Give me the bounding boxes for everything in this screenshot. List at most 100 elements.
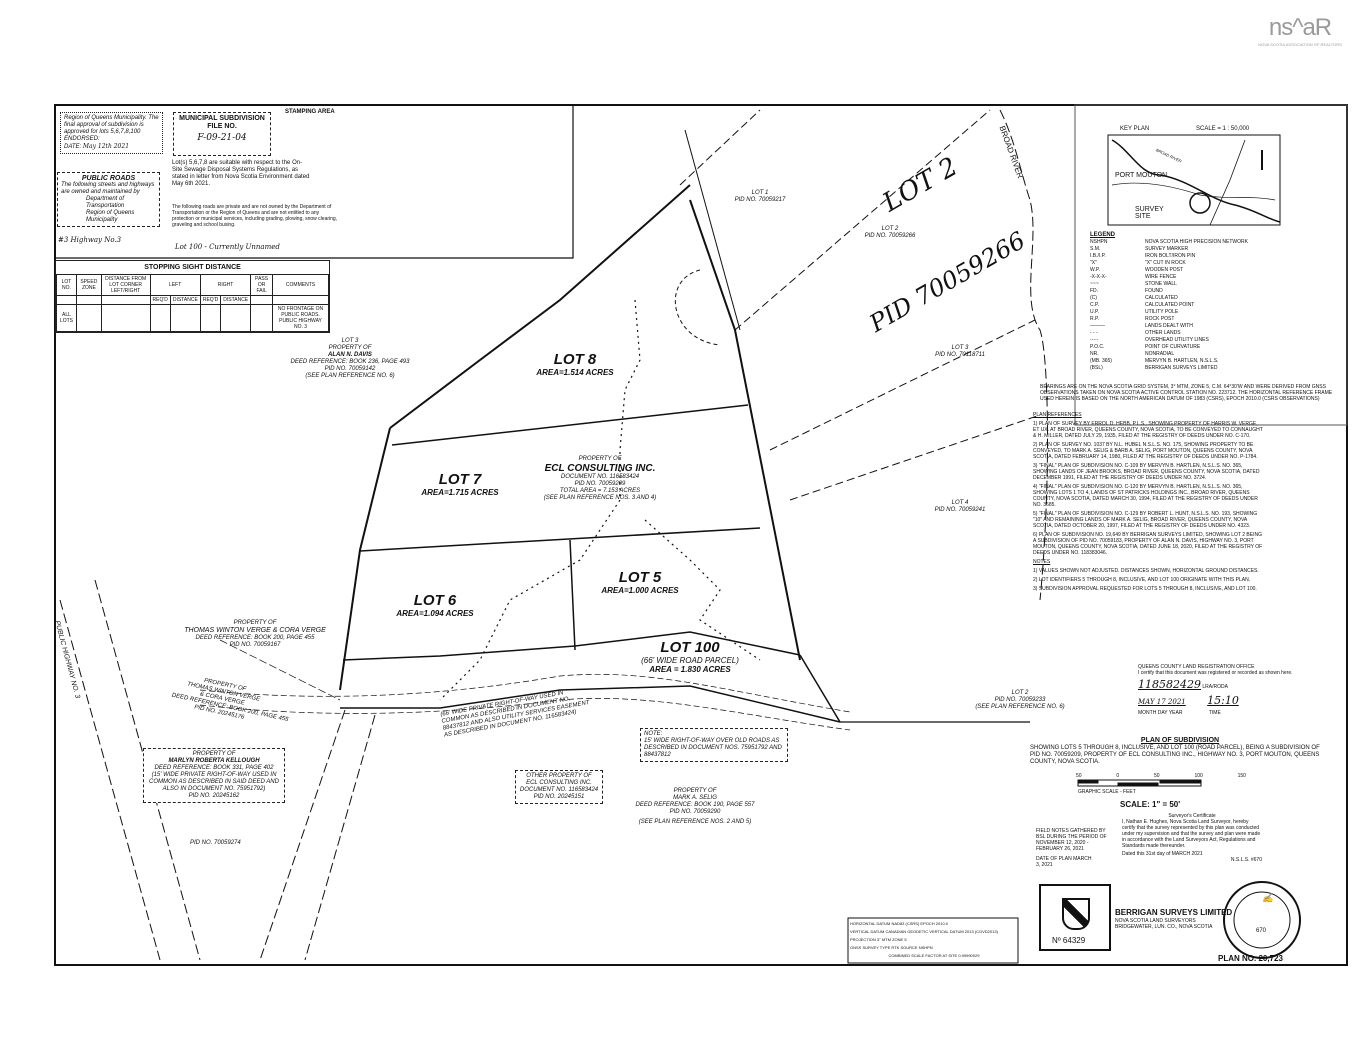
municipal-subdivision-title: MUNICIPAL SUBDIVISION FILE NO.: [179, 115, 265, 130]
highway-3-west-edge: [59, 599, 161, 961]
legend-description: OTHER LANDS: [1145, 330, 1181, 336]
stamping-area-border: [55, 105, 574, 259]
legend-symbol: (BSL): [1090, 365, 1103, 371]
road-edge-1: [199, 674, 851, 713]
label-line: PID NO. 70059241: [934, 507, 986, 513]
surveyor-seal: [1223, 881, 1301, 959]
lot-4-label: LOT 4 PID NO. 70059241: [920, 500, 1000, 514]
lot-100-label: LOT 100 (66' WIDE ROAD PARCEL) AREA = 1.…: [635, 639, 745, 675]
sight-header: DISTANCE FROM LOT CORNER LEFT/RIGHT: [100, 274, 151, 296]
label-line: DEED REFERENCE: BOOK 236, PAGE 493: [290, 359, 410, 365]
legend-description: ROCK POST: [1145, 316, 1175, 322]
lot-2-south-boundary: [769, 319, 1036, 451]
legend-description: WIRE FENCE: [1145, 274, 1177, 280]
legend-description: UTILITY POLE: [1145, 309, 1179, 315]
lot-3-4-boundary: [789, 414, 1041, 501]
sight-subheader: DISTANCE: [220, 295, 252, 305]
key-plan-site-circle: [1189, 192, 1211, 214]
legend-description: STONE WALL: [1145, 281, 1177, 287]
label-line: PID NO. 70059142: [324, 366, 376, 372]
label-line: DEED REFERENCE: BOOK 190, PAGE 557: [635, 802, 755, 808]
nsar-logo: ns^aR NOVA SCOTIA ASSOCIATION OF REALTOR…: [1250, 14, 1350, 47]
seal-signature: ✍: [1262, 894, 1274, 904]
sight-subheader: DISTANCE: [169, 295, 201, 305]
sight-header: LOT NO.: [56, 274, 77, 296]
legend-item: FD.FOUND: [1090, 288, 1340, 295]
firm-line3: BRIDGEWATER, LUN. CO., NOVA SCOTIA: [1115, 924, 1213, 930]
label-line: DEED REFERENCE: BOOK 331, PAGE 402: [154, 765, 274, 771]
legend-item: (MB. 365)MERVYN B. HARTLEN, N.S.L.S.: [1090, 358, 1340, 365]
datum-row: PROJECTION 3° MTM ZONE 5: [850, 936, 1018, 944]
row-line-1: [259, 709, 346, 961]
lot-8-west-boundary: [389, 184, 691, 429]
lot-100-north-line: [342, 631, 801, 661]
registry-certify: I certify that this document was registe…: [1138, 670, 1293, 676]
label-line: COMMON AS DESCRIBED IN SAID DEED AND: [149, 779, 279, 785]
lot-area: AREA=1.715 ACRES: [421, 488, 499, 497]
notes-title: NOTES: [1033, 559, 1051, 565]
label-line: PID NO. 70059217: [734, 197, 786, 203]
lot-area: AREA=1.000 ACRES: [601, 586, 679, 595]
legend-description: LANDS DEALT WITH: [1145, 323, 1193, 329]
label-line: PID NO. 20245151: [533, 794, 585, 800]
row-line-2: [304, 714, 376, 961]
key-plan-border-panel: [1074, 104, 1348, 426]
legend-description: MERVYN B. HARTLEN, N.S.L.S.: [1145, 358, 1219, 364]
sight-header: SPEED ZONE: [75, 274, 102, 296]
surveyor-seal-inner: [1233, 891, 1291, 949]
label-line: MARLYN ROBERTA KELLOUGH: [168, 758, 260, 764]
pid-70059274-label: PID NO. 70059274: [190, 840, 241, 846]
sight-subheader: REQ'D: [149, 295, 171, 305]
cul-de-sac: [674, 269, 721, 346]
legend-description: OVERHEAD UTILITY LINES: [1145, 337, 1209, 343]
lot-100-note: Lot 100 - Currently Unnamed: [175, 243, 280, 251]
legend-description: FOUND: [1145, 288, 1163, 294]
owner-pid: PID NO. 70059209: [574, 481, 626, 487]
plan-of-subdivision: PLAN OF SUBDIVISION SHOWING LOTS 5 THROU…: [1030, 736, 1330, 766]
registry-date: MAY 17 2021: [1138, 698, 1186, 706]
sight-header: RIGHT: [199, 274, 252, 296]
key-plan-highway: [1209, 139, 1246, 226]
lot-5-label: LOT 5 AREA=1.000 ACRES: [585, 570, 695, 596]
datum-row: GNSS SURVEY TYPE RTK SOURCE NSHPN: [850, 944, 1018, 952]
region-queens: Region of Queens Municipality: [86, 210, 135, 223]
legend-item: R.P. ROCK POST: [1090, 316, 1340, 323]
label-line: MARK A. SELIG: [673, 795, 717, 801]
legend-description: CALCULATED POINT: [1145, 302, 1195, 308]
lot-1-boundary: [679, 109, 761, 186]
graphic-scale-fill-1: [1077, 779, 1099, 784]
note: 3) SUBDIVISION APPROVAL REQUESTED FOR LO…: [1033, 586, 1257, 592]
label-line: DEED REFERENCE: BOOK 200, PAGE 455: [195, 635, 315, 641]
lot-2-label: LOT 2 PID NO. 70059266: [850, 226, 930, 240]
lot-7-6-line: [359, 527, 761, 552]
label-line: PID NO. 70059266: [864, 233, 916, 239]
onsite-sewage-text: Lot(s) 5,6,7,8 are suitable with respect…: [172, 160, 310, 187]
datum-cell: SOURCE: [900, 945, 918, 950]
seal-number: 670: [1256, 928, 1267, 934]
sight-header: LEFT: [149, 274, 201, 296]
note-title: NOTE:: [644, 731, 663, 737]
lot-name: LOT 100: [660, 639, 720, 656]
legend-symbol: I.B./I.P.: [1090, 253, 1106, 259]
firm-name: BERRIGAN SURVEYS LIMITED: [1115, 908, 1233, 917]
certificate-dated: Dated this 31st day of MARCH 2021: [1122, 851, 1203, 857]
legend-symbol: "X": [1090, 260, 1097, 266]
datum-cell: HORIZONTAL DATUM: [850, 921, 891, 926]
region-approval-box: Region of Queens Municipality. The final…: [60, 112, 163, 154]
plan-reference: 3) "FINAL" PLAN OF SUBDIVISION NO. C-109…: [1033, 463, 1260, 481]
legend-symbol: P.O.C.: [1090, 344, 1105, 350]
datum-row: COMBINED SCALE FACTOR AT SITE 0.99990029: [850, 952, 1018, 960]
ecl-other-property-box: OTHER PROPERTY OF ECL CONSULTING INC. DO…: [515, 770, 603, 804]
public-roads-title: PUBLIC ROADS: [81, 175, 136, 182]
legend-item: NR.NONRADIAL: [1090, 351, 1340, 358]
lot-6-5-line: [569, 539, 576, 651]
key-plan-scale: SCALE = 1 : 50,000: [1196, 126, 1250, 132]
registry-doc-label: LRA/RODA: [1202, 684, 1228, 690]
legend-symbol: R.P.: [1090, 316, 1100, 322]
registry-stamp: QUEENS COUNTY LAND REGISTRATION OFFICE I…: [1138, 664, 1298, 716]
north-arrow-main: [684, 129, 741, 331]
lot-100-east-line: [799, 654, 841, 723]
datum-cell: NAD83 (CSRS): [891, 921, 920, 926]
